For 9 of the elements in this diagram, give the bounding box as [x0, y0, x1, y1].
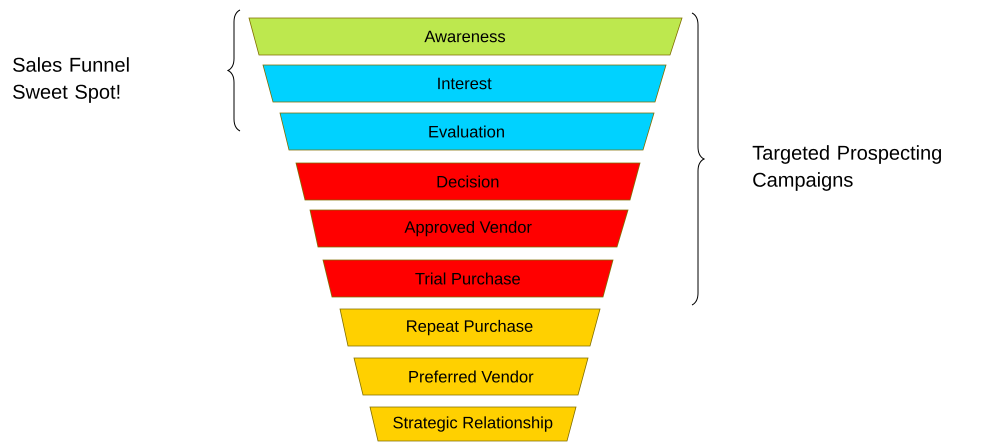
funnel-stage: Approved Vendor [310, 210, 629, 248]
funnel-stage: Trial Purchase [322, 260, 614, 298]
funnel-stage: Decision [296, 162, 641, 200]
funnel-stage: Strategic Relationship [370, 406, 577, 442]
bracket-label: Targeted Prospecting Campaigns [752, 145, 941, 191]
bracket-label: Sales Funnel Sweet Spot! [13, 57, 129, 103]
funnel-stage: Preferred Vendor [354, 358, 589, 396]
funnel-stage: Evaluation [280, 112, 655, 150]
funnel-stage: Repeat Purchase [340, 308, 601, 346]
